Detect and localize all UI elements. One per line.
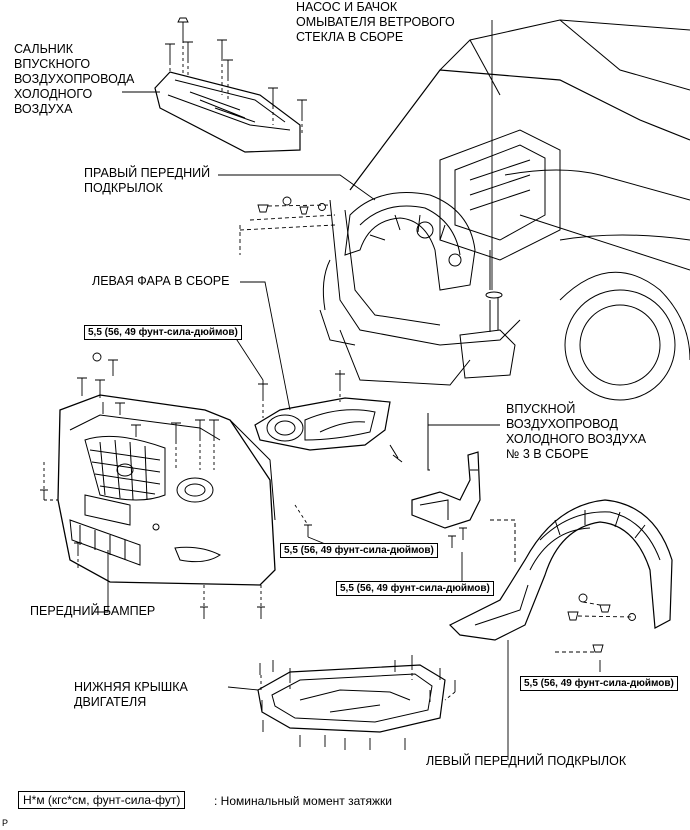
label-washer-pump: НАСОС И БАЧОК ОМЫВАТЕЛЯ ВЕТРОВОГО СТЕКЛА… [296,0,455,44]
car-body-drawing [319,19,690,401]
left-liner-clips [555,593,636,653]
under-cover-bolts [259,655,456,750]
label-engine-under-cover: НИЖНЯЯ КРЫШКА ДВИГАТЕЛЯ [74,680,188,709]
label-left-headlamp: ЛЕВАЯ ФАРА В СБОРЕ [92,274,230,288]
leader-lines [95,20,601,760]
duct-bolts [448,527,467,548]
left-front-liner-drawing [448,499,673,641]
label-front-bumper: ПЕРЕДНИЙ БАМПЕР [30,604,156,618]
bumper-fasteners [40,352,312,619]
torque-duct: 5,5 (56, 49 фунт-сила-дюймов) [336,581,494,596]
right-liner-clips [239,196,336,255]
engine-under-cover-drawing [257,664,446,733]
right-front-liner-drawing [344,192,476,291]
corner-mark: P [2,818,9,828]
torque-headlamp: 5,5 (56, 49 фунт-сила-дюймов) [84,325,242,340]
torque-liner: 5,5 (56, 49 фунт-сила-дюймов) [520,676,678,691]
intake-seal-clips [165,17,307,135]
label-intake-duct: ВПУСКНОЙ ВОЗДУХОПРОВОД ХОЛОДНОГО ВОЗДУХА… [506,402,647,461]
headlamp-bolts [258,370,345,418]
left-headlamp-drawing [254,397,403,463]
torque-bumper: 5,5 (56, 49 фунт-сила-дюймов) [280,543,438,558]
front-bumper-drawing [57,394,276,586]
label-intake-seal: САЛЬНИК ВПУСКНОГО ВОЗДУХОПРОВОДА ХОЛОДНО… [14,42,135,116]
intake-seal-drawing [154,71,301,153]
label-right-front-liner: ПРАВЫЙ ПЕРЕДНИЙ ПОДКРЫЛОК [84,166,211,195]
legend-torque-unit: Н*м (кгс*см, фунт-сила-фут) [18,791,186,809]
label-left-front-liner: ЛЕВЫЙ ПЕРЕДНИЙ ПОДКРЫЛОК [426,754,627,768]
legend-description: : Номинальный момент затяжки [214,794,392,808]
